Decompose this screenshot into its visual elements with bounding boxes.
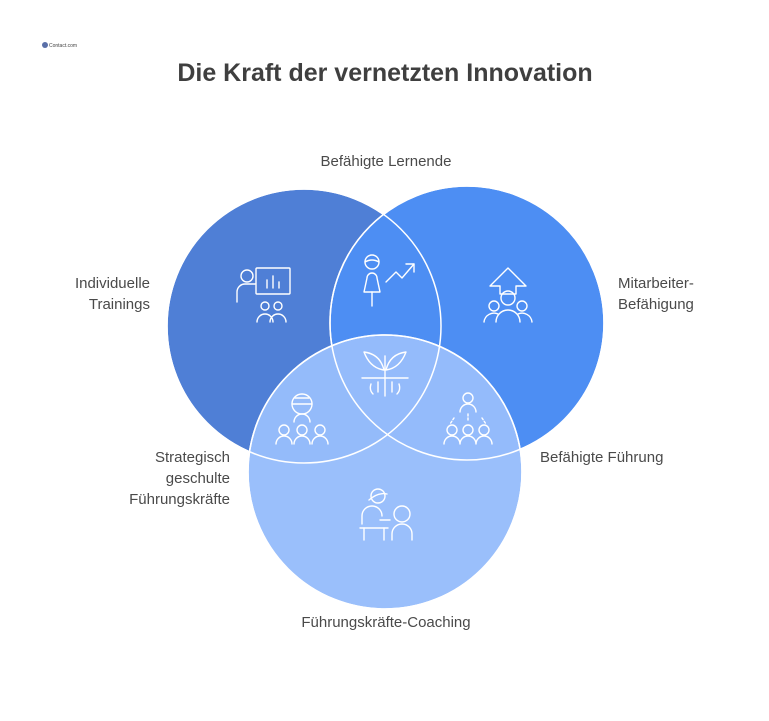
label-mitarbeiter-line1: Mitarbeiter- bbox=[618, 275, 694, 292]
team-empowerment-icon bbox=[483, 267, 533, 323]
label-strategisch-line2: geschulte bbox=[166, 470, 230, 487]
seedling-roots-icon bbox=[361, 351, 409, 397]
diagram-title: Die Kraft der vernetzten Innovation bbox=[177, 59, 592, 87]
label-strategisch-line3: Führungskräfte bbox=[129, 491, 230, 508]
label-fuehrungskraefte-coaching: Führungskräfte-Coaching bbox=[301, 614, 470, 631]
leader-hierarchy-icon bbox=[443, 392, 493, 445]
trainer-presentation-icon bbox=[236, 267, 291, 323]
label-befaehigte-lernende: Befähigte Lernende bbox=[321, 153, 452, 170]
coaching-session-icon bbox=[359, 488, 413, 541]
label-individuelle-line1: Individuelle bbox=[75, 275, 150, 292]
growth-learner-icon bbox=[363, 254, 415, 307]
logo: Contact.com bbox=[42, 42, 77, 49]
label-mitarbeiter-line2: Befähigung bbox=[618, 296, 694, 313]
label-strategisch-line1: Strategisch bbox=[155, 449, 230, 466]
circle-outlines bbox=[166, 185, 605, 610]
logo-text: Contact.com bbox=[49, 43, 77, 49]
trained-leader-group-icon bbox=[275, 393, 329, 445]
label-befaehigte-fuehrung: Befähigte Führung bbox=[540, 449, 663, 466]
label-individuelle-line2: Trainings bbox=[89, 296, 150, 313]
